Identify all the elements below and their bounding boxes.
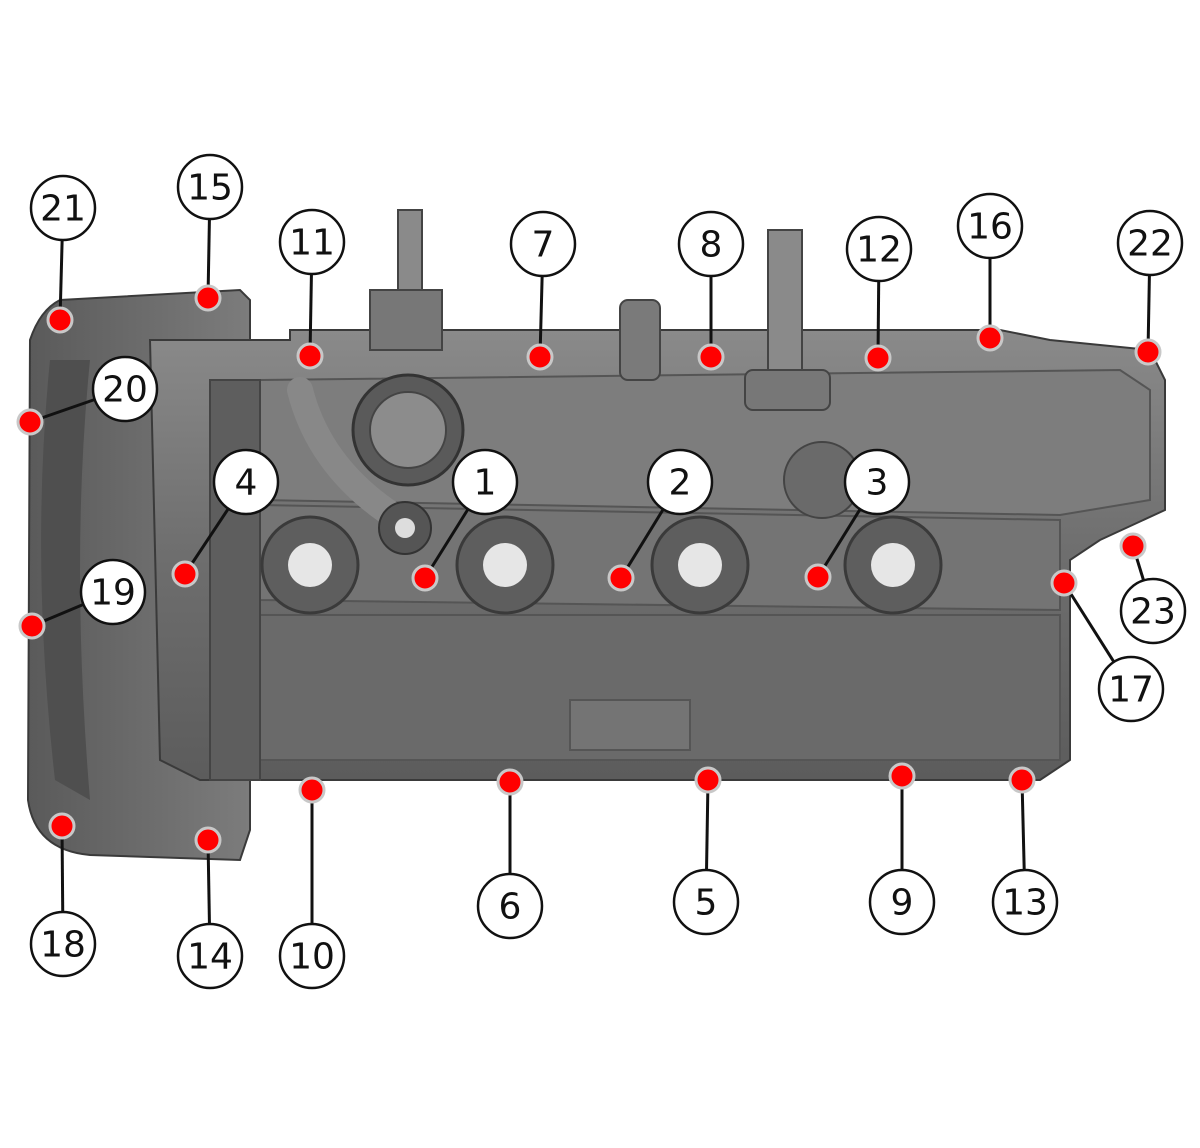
leader-line-18: [60, 825, 65, 913]
oil-filler-cap-inner: [369, 391, 447, 469]
callout-bubble-18: [29, 910, 97, 978]
leader-line-13: [1020, 779, 1026, 871]
callout-bubble-4: [212, 448, 280, 516]
bolt-15: [194, 284, 222, 312]
callout-label-17: 17: [1108, 670, 1154, 711]
lower-baffle: [569, 699, 691, 751]
callout-label-4: 4: [235, 463, 258, 504]
callout-bubble-10: [278, 922, 346, 990]
callout-label-5: 5: [695, 883, 718, 924]
bolt-3: [804, 563, 832, 591]
callout-bubble-13: [991, 868, 1059, 936]
callout-bubble-2: [646, 448, 714, 516]
callout-label-22: 22: [1127, 224, 1173, 265]
bolt-20: [16, 408, 44, 436]
bolt-11: [296, 342, 324, 370]
callout-bubble-11: [278, 208, 346, 276]
callout-bubble-7: [509, 210, 577, 278]
callout-bubble-17: [1097, 655, 1165, 723]
vertical-channel: [209, 379, 261, 781]
breather-hose: [287, 377, 413, 533]
callout-bubble-21: [29, 174, 97, 242]
callout-label-11: 11: [289, 223, 335, 264]
leader-line-5: [705, 779, 710, 871]
bolt-7: [526, 343, 554, 371]
callout-label-3: 3: [866, 463, 889, 504]
bolt-16: [976, 324, 1004, 352]
callout-bubble-15: [176, 153, 244, 221]
bolt-21: [46, 306, 74, 334]
bolt-6: [496, 768, 524, 796]
callout-label-10: 10: [289, 937, 335, 978]
callout-label-12: 12: [856, 230, 902, 271]
leader-line-11: [308, 273, 313, 357]
bolt-2: [607, 564, 635, 592]
bolt-23: [1119, 532, 1147, 560]
plug-wells: [260, 515, 943, 615]
callout-label-16: 16: [967, 207, 1013, 248]
callout-label-6: 6: [499, 887, 522, 928]
callout-bubble-8: [677, 210, 745, 278]
callout-label-2: 2: [669, 463, 692, 504]
pcv-fitting-right: [767, 229, 803, 391]
callout-label-7: 7: [532, 225, 555, 266]
callout-bubble-3: [843, 448, 911, 516]
bolt-14: [194, 826, 222, 854]
callout-bubble-23: [1119, 577, 1187, 645]
callout-bubble-19: [79, 558, 147, 626]
callout-bubble-1: [451, 448, 519, 516]
callout-label-20: 20: [102, 370, 148, 411]
timing-end-bulge: [41, 360, 90, 800]
bolt-5: [694, 766, 722, 794]
bolt-19: [18, 612, 46, 640]
bolt-12: [864, 344, 892, 372]
callout-label-13: 13: [1002, 883, 1048, 924]
bolt-13: [1008, 766, 1036, 794]
cover-body: [26, 209, 1166, 862]
bolt-1: [411, 564, 439, 592]
bolt-17: [1050, 569, 1078, 597]
callout-bubble-14: [176, 922, 244, 990]
callout-label-14: 14: [187, 937, 233, 978]
callout-label-15: 15: [187, 168, 233, 209]
oil-pressure-boss: [619, 299, 661, 381]
callout-bubble-6: [476, 872, 544, 940]
bolt-9: [888, 762, 916, 790]
callout-label-21: 21: [40, 189, 86, 230]
callout-bubble-12: [845, 215, 913, 283]
callout-label-9: 9: [891, 883, 914, 924]
callout-label-8: 8: [700, 225, 723, 266]
bolt-10: [298, 776, 326, 804]
leader-line-7: [538, 275, 544, 358]
callout-bubble-9: [868, 868, 936, 936]
leader-line-17: [1062, 582, 1116, 663]
leader-line-14: [206, 839, 211, 925]
callout-label-23: 23: [1130, 592, 1176, 633]
bolt-4: [171, 560, 199, 588]
callout-bubble-20: [91, 355, 159, 423]
callout-bubble-5: [672, 868, 740, 936]
callout-label-19: 19: [90, 573, 136, 614]
bolt-18: [48, 812, 76, 840]
leader-line-1: [423, 508, 470, 579]
bolt-8: [697, 343, 725, 371]
callout-bubble-22: [1116, 209, 1184, 277]
callout-label-18: 18: [40, 925, 86, 966]
bolt-22: [1134, 338, 1162, 366]
callout-bubble-16: [956, 192, 1024, 260]
callout-label-1: 1: [474, 463, 497, 504]
